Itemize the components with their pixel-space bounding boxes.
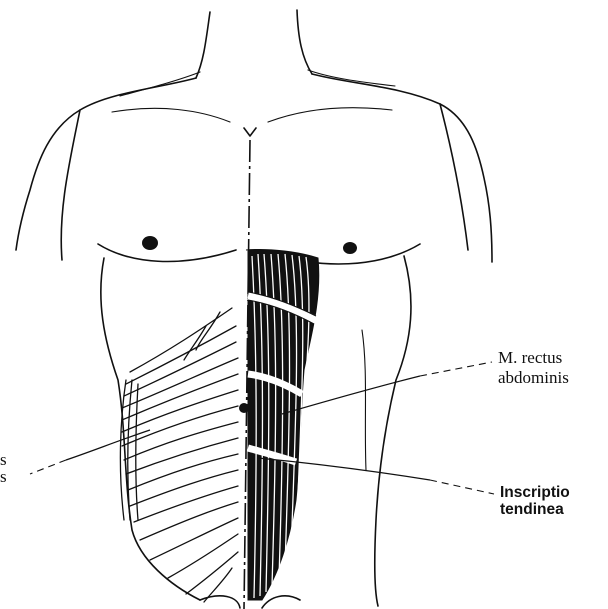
label-inscriptio-line2: tendinea xyxy=(500,501,564,518)
external-oblique-muscle xyxy=(120,308,238,602)
torso-side-right xyxy=(375,256,411,606)
leader-inscriptio-dashed xyxy=(430,480,494,494)
label-rectus-line2: abdominis xyxy=(498,368,569,387)
neck-left xyxy=(196,12,210,78)
shoulder-left xyxy=(16,78,196,250)
pelvic-line-right xyxy=(262,596,300,608)
trapezius-left xyxy=(120,72,200,96)
leader-left-dashed xyxy=(30,460,66,474)
label-left-fragment-2: s xyxy=(0,467,7,486)
rectus-abdominis-muscle xyxy=(246,249,319,600)
shoulder-right xyxy=(312,74,492,262)
leader-left-solid xyxy=(66,430,150,460)
clavicle-left xyxy=(112,108,230,122)
clavicle-right xyxy=(268,108,392,122)
trapezius-right xyxy=(308,70,395,86)
neck-right xyxy=(297,10,312,74)
leader-rectus-dashed xyxy=(420,362,492,376)
nipple-left xyxy=(142,236,158,250)
arm-left xyxy=(61,110,80,260)
sternal-notch xyxy=(244,128,256,136)
flank-right xyxy=(362,330,366,470)
pectoral-left xyxy=(98,244,236,261)
label-rectus-line1: M. rectus xyxy=(498,348,562,367)
pelvic-line-left xyxy=(200,596,240,608)
torso-side-left xyxy=(101,258,200,600)
label-inscriptio-line1: Inscriptio xyxy=(500,484,570,501)
nipple-right xyxy=(343,242,357,254)
